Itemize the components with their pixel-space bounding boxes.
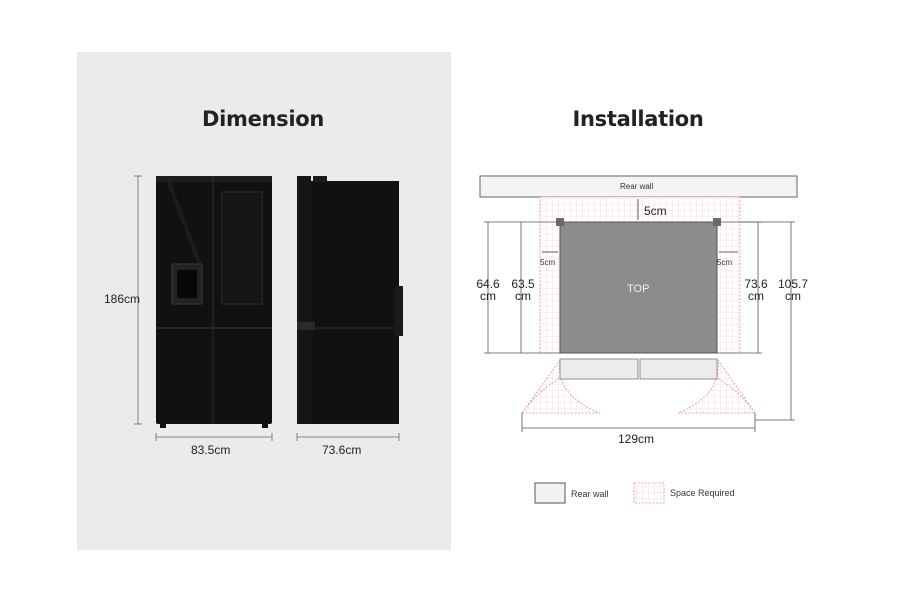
fridge-side-view bbox=[297, 176, 403, 424]
installation-diagram bbox=[479, 175, 798, 432]
right-outer-value: 105.7 bbox=[777, 277, 809, 291]
width-label: 129cm bbox=[618, 432, 655, 446]
rear-wall-label: Rear wall bbox=[620, 182, 654, 191]
left-inner-unit: cm bbox=[515, 289, 531, 303]
height-label: 186cm bbox=[104, 292, 141, 306]
right-inner-dimension: 73.6 cm bbox=[739, 278, 773, 302]
dimension-title: Dimension bbox=[201, 107, 325, 131]
right-inner-unit: cm bbox=[748, 289, 764, 303]
front-width-label: 83.5cm bbox=[191, 443, 231, 457]
left-inner-value: 63.5 bbox=[511, 277, 535, 291]
right-outer-dimension: 105.7 cm bbox=[774, 278, 812, 302]
fridge-front-view bbox=[156, 176, 272, 428]
legend-space-required-label: Space Required bbox=[670, 488, 735, 498]
left-outer-dimension: 64.6 cm bbox=[471, 278, 505, 302]
side-depth-label: 73.6cm bbox=[322, 443, 362, 457]
right-outer-unit: cm bbox=[785, 289, 801, 303]
installation-title: Installation bbox=[572, 107, 704, 131]
left-outer-value: 64.6 bbox=[476, 277, 500, 291]
right-inner-value: 73.6 bbox=[744, 277, 768, 291]
gap-left-label: 5cm bbox=[540, 258, 556, 267]
legend bbox=[534, 482, 665, 504]
gap-right-label: 5cm bbox=[717, 258, 733, 267]
gap-top-label: 5cm bbox=[644, 204, 667, 218]
left-outer-unit: cm bbox=[480, 289, 496, 303]
left-inner-dimension: 63.5 cm bbox=[506, 278, 540, 302]
dimension-lines bbox=[134, 175, 400, 441]
legend-rear-wall-label: Rear wall bbox=[571, 489, 609, 499]
top-label: TOP bbox=[627, 283, 650, 295]
